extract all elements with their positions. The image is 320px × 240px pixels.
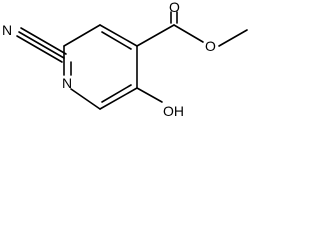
bond-c4-c3 bbox=[99, 24, 138, 47]
molecule-structure: N N O O OH bbox=[2, 0, 248, 119]
ester-o-label: O bbox=[205, 38, 216, 54]
bond-n1-c6 bbox=[70, 88, 101, 110]
bond-c5-oh bbox=[136, 87, 163, 103]
pyridine-ring bbox=[63, 24, 138, 110]
carbonyl-o-label: O bbox=[169, 0, 180, 15]
bond-c4-carbonyl bbox=[136, 24, 175, 47]
nitrile-triple-bond bbox=[16, 27, 67, 63]
bond-carbonyl-ester-o bbox=[173, 24, 204, 43]
nitrile-n-label: N bbox=[2, 22, 12, 38]
bond-c3-c2 bbox=[63, 24, 101, 47]
bond-c4-c3-inner bbox=[101, 31, 132, 50]
bond-c6-c5-inner bbox=[101, 84, 132, 103]
structure-canvas: N N O O OH bbox=[0, 0, 254, 138]
hydroxyl-label: OH bbox=[163, 103, 184, 119]
bond-c6-c5 bbox=[99, 87, 138, 110]
ester-group bbox=[136, 11, 248, 47]
bond-ester-o-methyl bbox=[218, 29, 248, 47]
ring-n-label: N bbox=[62, 75, 72, 91]
